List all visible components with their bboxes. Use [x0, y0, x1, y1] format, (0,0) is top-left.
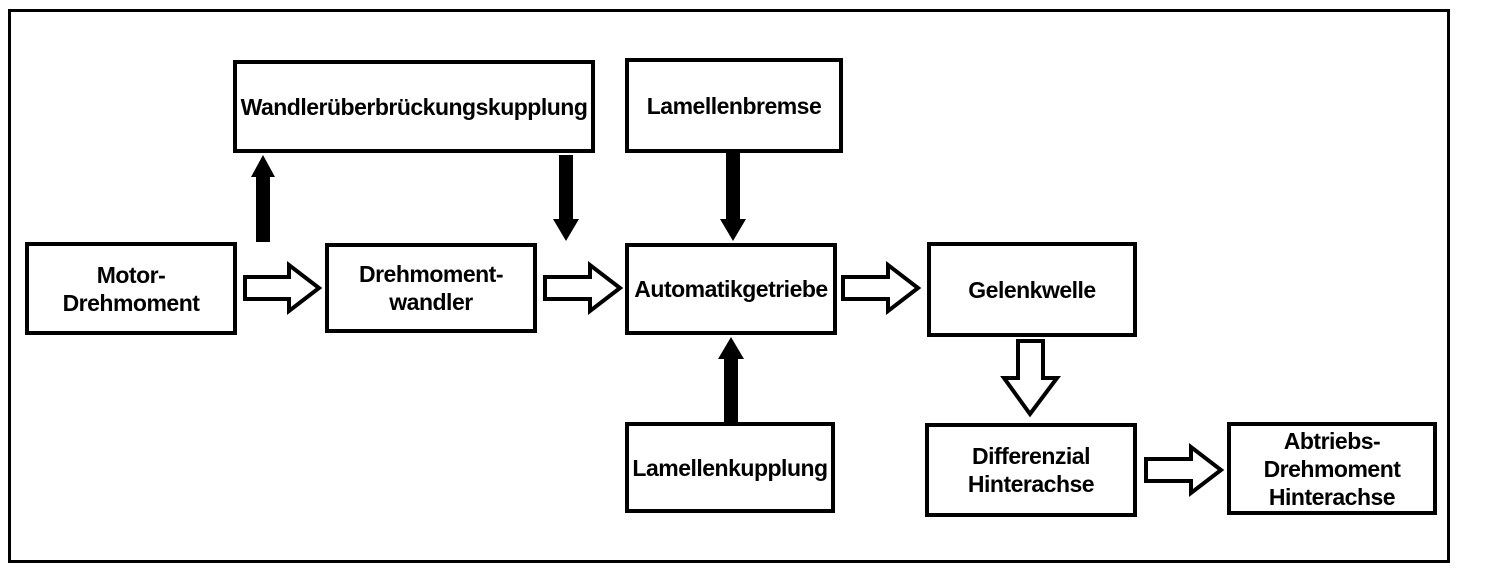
node-abtriebs-drehmoment-hinterachse: Abtriebs- Drehmoment Hinterachse — [1227, 422, 1437, 515]
node-motor-drehmoment: Motor- Drehmoment — [25, 242, 237, 335]
node-automatikgetriebe: Automatikgetriebe — [625, 243, 837, 335]
node-drehmomentwandler: Drehmoment- wandler — [325, 243, 537, 333]
arrow-motor-to-drehmomentwandler — [243, 260, 323, 316]
node-wandlerueberbrueckungskupplung: Wandlerüberbrückungskupplung — [233, 60, 595, 153]
node-gelenkwelle: Gelenkwelle — [927, 242, 1137, 337]
arrow-wandlerueberbrueckungskupplung-to-flow — [553, 155, 579, 241]
arrow-differenzial-to-abtrieb — [1144, 442, 1225, 498]
arrow-lamellenkupplung-to-automatikgetriebe — [718, 337, 744, 422]
arrow-gelenkwelle-to-differenzial — [1000, 339, 1061, 418]
arrow-drehmomentwandler-to-automatikgetriebe — [543, 260, 624, 316]
node-lamellenbremse: Lamellenbremse — [625, 58, 843, 153]
arrow-lamellenbremse-to-automatikgetriebe — [720, 153, 746, 241]
arrow-flow-to-wandlerueberbrueckungskupplung — [251, 155, 275, 242]
diagram-outer-frame — [8, 9, 1450, 563]
node-lamellenkupplung: Lamellenkupplung — [625, 422, 835, 513]
node-differenzial-hinterachse: Differenzial Hinterachse — [925, 423, 1137, 517]
arrow-automatikgetriebe-to-gelenkwelle — [841, 260, 922, 316]
